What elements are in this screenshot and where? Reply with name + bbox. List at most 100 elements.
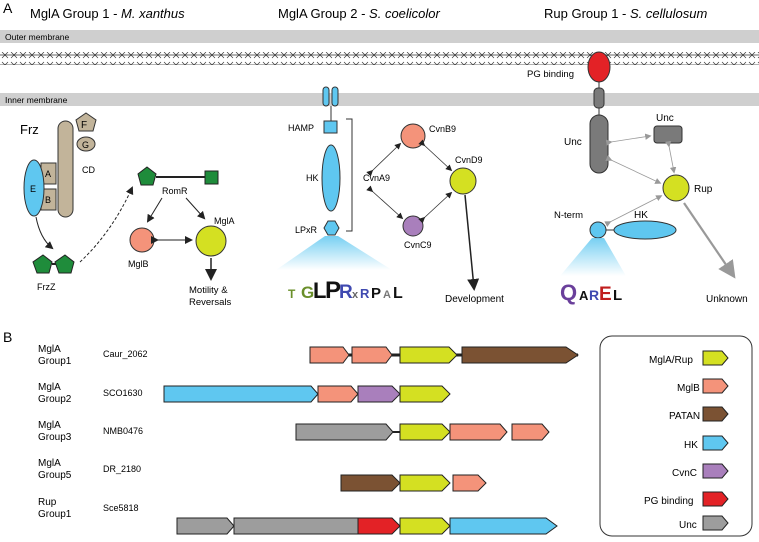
mglb-label: MglB: [128, 259, 149, 269]
cvnc9-label: CvnC9: [404, 240, 432, 250]
sequence-logo-1: T G L P R x R P A L: [288, 277, 403, 304]
logo1-letter: R: [339, 282, 353, 303]
legend-swatch-unc: [702, 515, 729, 531]
frzg-label: G: [82, 140, 89, 150]
cvna9-label: CvnA9: [363, 173, 390, 183]
row2-gene-cvnc: [357, 385, 401, 403]
cvna9-cvnb9-link: [366, 142, 402, 177]
hk-rup-link: [604, 195, 663, 228]
outer-membrane-label: Outer membrane: [5, 32, 70, 42]
unc2-label: Unc: [656, 113, 674, 124]
row3-group-line2: Group3: [38, 432, 72, 443]
legend-label: MglA/Rup: [649, 355, 693, 366]
legend-swatch-mglb: [702, 378, 729, 394]
logo1-letter: x: [352, 289, 359, 301]
row2-gene-mglb: [317, 385, 359, 403]
operon-row-1: MglA Group1 Caur_2062: [38, 344, 148, 367]
logo1-letter: T: [288, 287, 296, 301]
hamp-box: [323, 120, 338, 134]
group3-title-text: Rup Group 1 -: [544, 6, 630, 21]
legend-item-cvnc: CvnC: [672, 463, 729, 479]
legend-swatch-patan: [702, 406, 729, 422]
row4-group-line2: Group5: [38, 470, 72, 481]
frzz-pentagon-right: [54, 254, 75, 274]
group3-title: Rup Group 1 - S. cellulosum: [544, 6, 707, 21]
frzf-pentagon: [75, 112, 97, 132]
nterm-circle: [589, 221, 607, 239]
rup-tm-segment: [593, 87, 605, 109]
legend-swatch-hk: [702, 435, 729, 451]
operon-row-5: Rup Group1 Sce5818: [38, 497, 139, 520]
tm-helix-left: [322, 86, 330, 107]
cvna9-hk-domain: [321, 144, 341, 212]
cvnd9-label: CvnD9: [455, 155, 483, 165]
frzb-label: B: [45, 195, 51, 205]
rup-label: Rup: [694, 184, 713, 195]
lps-layer: [0, 52, 759, 65]
row4-gene-mglb: [452, 474, 487, 492]
group3-species: S. cellulosum: [630, 6, 707, 21]
hamp-label: HAMP: [288, 123, 314, 133]
rup-hk-label: HK: [634, 210, 648, 221]
logo2-letter: E: [599, 284, 612, 305]
row1-gene-patan: [461, 346, 579, 364]
row1-genes: [309, 346, 579, 364]
romr-label: RomR: [162, 186, 188, 196]
romr-to-mgla-arrow: [185, 197, 206, 220]
romr-to-mglb-arrow: [146, 197, 163, 223]
rup-node: [662, 174, 690, 202]
row5-gene-unc-1: [176, 517, 235, 535]
inner-membrane-label: Inner membrane: [5, 95, 68, 105]
pg-binding-label: PG binding: [527, 69, 574, 80]
row1-gene-mglb-1: [309, 346, 350, 364]
lpxr-label: LPxR: [295, 225, 318, 235]
panel-a-letter: A: [3, 0, 13, 16]
cvnb9-label: CvnB9: [429, 124, 456, 134]
pg-binding-domain: [587, 51, 611, 83]
cvnc9-cvnd9-link: [418, 191, 453, 224]
group2-title-text: MglA Group 2 -: [278, 6, 369, 21]
row5-group-line1: Rup: [38, 497, 57, 508]
frze-oval: [23, 159, 45, 217]
lpxr-hexagon: [323, 220, 340, 236]
tm-helix-right: [331, 86, 339, 107]
row5-gene-hk: [449, 517, 558, 535]
row2-gene-hk: [163, 385, 319, 403]
cvnd9-to-development-arrow: [464, 194, 480, 291]
legend-item-pg-binding: PG binding: [644, 491, 729, 507]
frzz-to-romr-arrow: [79, 186, 134, 263]
frze-to-frzz-arrow: [35, 216, 54, 250]
development-label: Development: [445, 294, 504, 305]
mgla-node: [195, 225, 227, 257]
romr-box: [204, 170, 219, 185]
group2-species: S. coelicolor: [369, 6, 440, 21]
frz-label: Frz: [20, 122, 39, 137]
legend-swatch-cvnc: [702, 463, 729, 479]
legend-label: CvnC: [672, 468, 697, 479]
legend-label: PATAN: [669, 411, 700, 422]
lpxr-cone: [276, 236, 392, 270]
row3-genes: [295, 423, 550, 441]
rup-hk-domain: [613, 220, 677, 240]
unc1-rup-link: [605, 155, 662, 184]
legend-swatch-pg-binding: [702, 491, 729, 507]
row5-locus: Sce5818: [103, 503, 139, 513]
row1-locus: Caur_2062: [103, 349, 148, 359]
unc2-rup-link: [664, 140, 677, 174]
row5-genes: [176, 517, 558, 535]
legend-item-hk: HK: [684, 435, 729, 451]
cvna9-bracket: [346, 118, 353, 232]
unc2-node: [653, 125, 683, 144]
legend-swatch-mglarup: [702, 350, 729, 366]
row1-gene-mglb-2: [351, 346, 393, 364]
frza-label: A: [45, 169, 51, 179]
motility-label-line1: Motility &: [189, 285, 228, 296]
legend-label: PG binding: [644, 496, 693, 507]
unc1-label: Unc: [564, 137, 582, 148]
operon-row-2: MglA Group2 SCO1630: [38, 382, 143, 405]
frzg-oval: [76, 136, 96, 152]
row3-gene-mglb-2: [511, 423, 550, 441]
logo2-letter: Q: [560, 280, 577, 305]
logo2-letter: R: [589, 287, 599, 303]
